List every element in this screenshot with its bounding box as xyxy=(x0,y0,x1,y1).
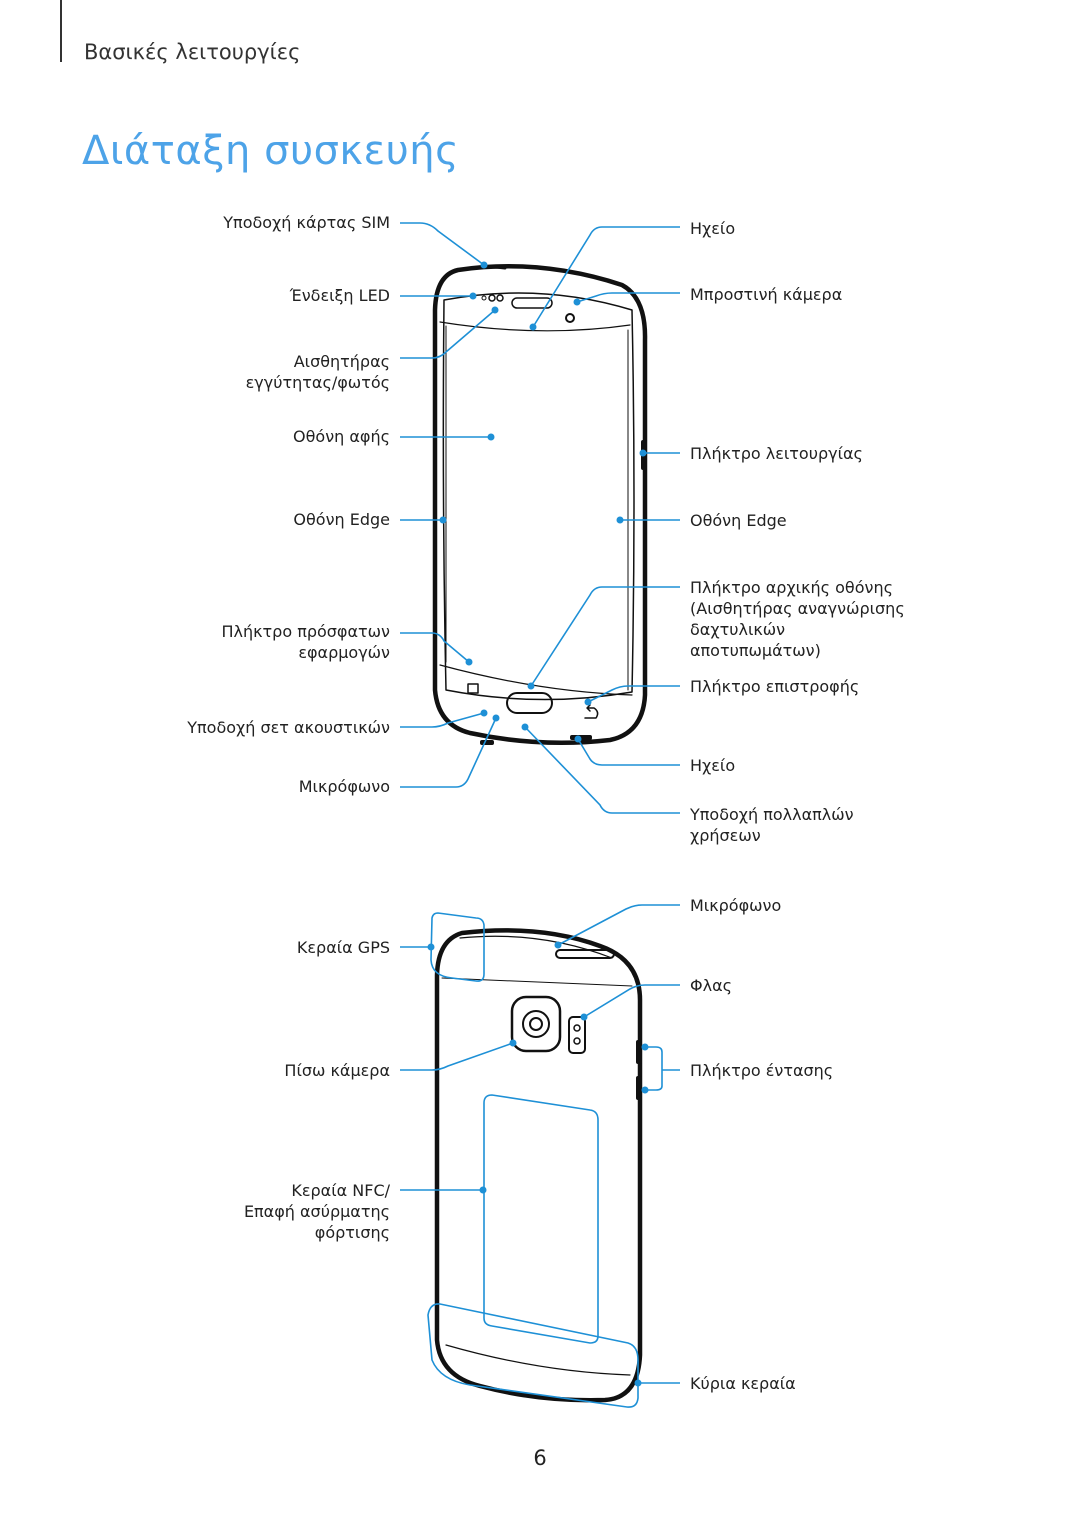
label-recent-apps-line1: Πλήκτρο πρόσφατων xyxy=(221,622,390,641)
label-multipurpose-jack: Υποδοχή πολλαπλών χρήσεων xyxy=(690,804,854,846)
front-callout-dots xyxy=(439,261,647,743)
label-edge-right: Οθόνη Edge xyxy=(690,511,787,530)
back-callouts xyxy=(400,904,680,1384)
front-phone xyxy=(432,264,648,746)
label-speaker: Ηχείο xyxy=(690,756,736,775)
label-sim-tray: Υποδοχή κάρτας SIM xyxy=(223,213,390,232)
section-title: Βασικές λειτουργίες xyxy=(84,40,301,64)
label-touchscreen: Οθόνη αφής xyxy=(293,427,390,446)
label-front-camera: Μπροστινή κάμερα xyxy=(690,285,843,304)
label-home-key: Πλήκτρο αρχικής οθόνης (Αισθητήρας αναγν… xyxy=(690,577,905,661)
label-nfc-antenna: Κεραία NFC/ Επαφή ασύρματης φόρτισης xyxy=(244,1180,390,1243)
label-earpiece: Ηχείο xyxy=(690,219,736,238)
label-edge-left: Οθόνη Edge xyxy=(293,510,390,529)
label-flash: Φλας xyxy=(690,976,732,995)
label-home-key-line1: Πλήκτρο αρχικής οθόνης xyxy=(690,578,893,597)
label-main-antenna: Κύρια κεραία xyxy=(690,1374,796,1393)
label-gps-antenna: Κεραία GPS xyxy=(296,938,390,957)
label-led: Ένδειξη LED xyxy=(289,286,390,305)
label-nfc-line1: Κεραία NFC/ xyxy=(291,1181,390,1200)
label-proximity-sensor: Αισθητήρας εγγύτητας/φωτός xyxy=(246,351,390,393)
label-volume-key: Πλήκτρο έντασης xyxy=(690,1061,834,1080)
label-multipurpose-line2: χρήσεων xyxy=(690,826,761,845)
label-front-mic: Μικρόφωνο xyxy=(298,777,390,796)
page-title: Διάταξη συσκευής xyxy=(82,128,460,174)
label-headset-jack: Υποδοχή σετ ακουστικών xyxy=(187,718,390,737)
label-multipurpose-line1: Υποδοχή πολλαπλών xyxy=(690,805,854,824)
label-back-key: Πλήκτρο επιστροφής xyxy=(690,677,860,696)
label-home-key-line4: αποτυπωμάτων) xyxy=(690,641,821,660)
label-nfc-line2: Επαφή ασύρματης xyxy=(243,1202,390,1221)
label-back-mic: Μικρόφωνο xyxy=(690,896,782,915)
front-callouts xyxy=(400,222,680,814)
label-home-key-line3: δαχτυλικών xyxy=(690,620,786,639)
label-home-key-line2: (Αισθητήρας αναγνώρισης xyxy=(690,599,905,618)
label-rear-camera: Πίσω κάμερα xyxy=(284,1061,390,1080)
back-regions xyxy=(427,912,639,1408)
label-recent-apps-key: Πλήκτρο πρόσφατων εφαρμογών xyxy=(221,621,390,663)
label-proximity-sensor-line2: εγγύτητας/φωτός xyxy=(245,373,390,392)
label-proximity-sensor-line1: Αισθητήρας xyxy=(293,352,390,371)
label-nfc-line3: φόρτισης xyxy=(314,1223,390,1242)
section-rule xyxy=(60,0,62,62)
label-power-key: Πλήκτρο λειτουργίας xyxy=(690,444,863,463)
label-recent-apps-line2: εφαρμογών xyxy=(298,643,390,662)
back-callout-dots xyxy=(427,941,649,1387)
page-number: 6 xyxy=(533,1446,547,1470)
back-phone xyxy=(434,928,643,1403)
